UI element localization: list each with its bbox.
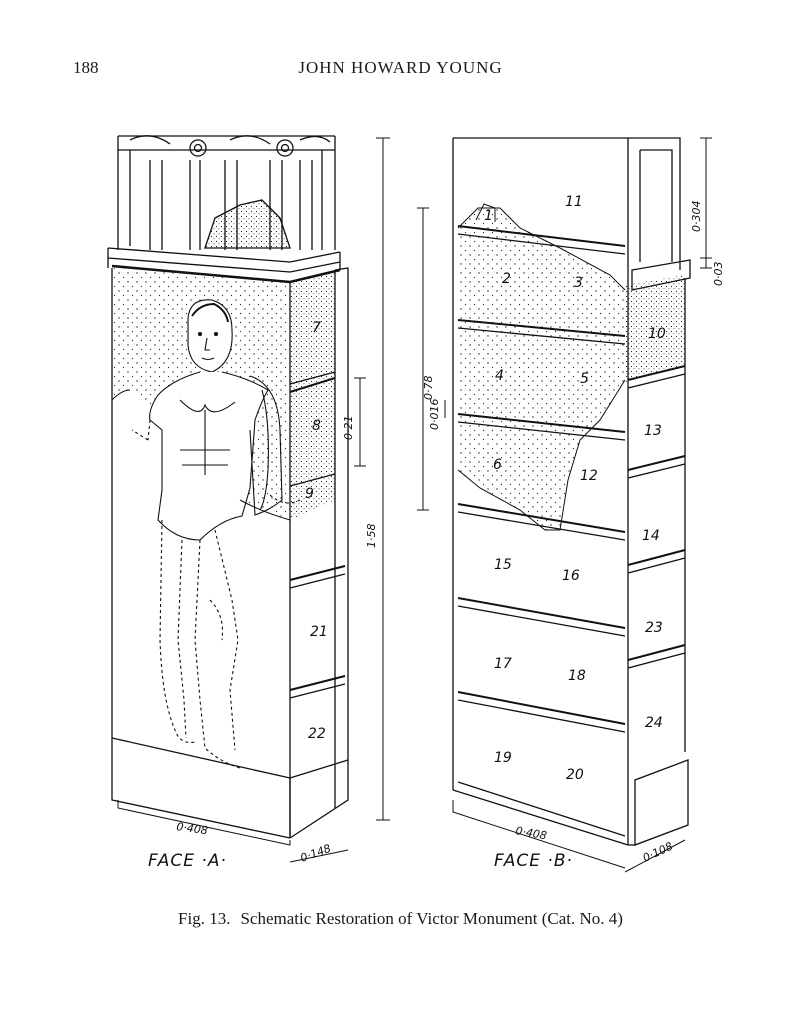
block-label-13: 13 — [644, 423, 662, 439]
block-label-9: 9 — [305, 486, 314, 502]
width-measure-b: 0·408 — [514, 824, 547, 842]
block-label-15: 15 — [494, 557, 512, 573]
block-label-18: 18 — [568, 668, 586, 684]
block-label-4: 4 — [495, 368, 504, 384]
block-label-2: 2 — [502, 271, 511, 287]
face-b-dimensions — [417, 137, 712, 873]
face-a-labels: 7 8 9 21 22 — [305, 320, 328, 742]
face-b-label: FACE ·B· — [494, 851, 573, 871]
block-label-23: 23 — [645, 620, 663, 636]
face-a-dimensions — [117, 137, 390, 863]
face-a-label: FACE ·A· — [148, 851, 227, 871]
block-label-12: 12 — [580, 468, 598, 484]
figure-caption: Fig. 13. Schematic Restoration of Victor … — [0, 909, 801, 929]
height-measure-a: 1·58 — [365, 524, 378, 549]
face-b-drawing — [452, 137, 691, 846]
block-label-1: 1 — [484, 208, 493, 224]
block-label-3: 3 — [574, 275, 583, 291]
figure-caption-text: Schematic Restoration of Victor Monument… — [240, 909, 623, 928]
block-height-measure-a: 0·21 — [342, 416, 355, 441]
block-label-22: 22 — [308, 726, 326, 742]
block-label-20: 20 — [566, 767, 584, 783]
block-label-24: 24 — [645, 715, 663, 731]
ledge-measure-b: 0·03 — [712, 262, 725, 287]
gap-measure-b: 0·016 — [428, 399, 441, 431]
block-label-7: 7 — [312, 320, 321, 336]
page-number: 188 — [73, 58, 99, 77]
figure-number: Fig. 13. — [178, 909, 231, 928]
depth-measure-b: 0·108 — [641, 840, 675, 865]
block-label-17: 17 — [494, 656, 512, 672]
block-label-21: 21 — [310, 624, 328, 640]
face-b-labels: 11 1 2 3 4 5 6 12 10 13 14 15 16 23 17 1… — [484, 194, 666, 783]
block-label-11: 11 — [565, 194, 583, 210]
block-label-8: 8 — [312, 418, 321, 434]
block-label-5: 5 — [580, 371, 589, 387]
width-measure-a: 0·408 — [176, 820, 209, 837]
depth-measure-a: 0·148 — [299, 842, 333, 865]
block-label-16: 16 — [562, 568, 580, 584]
running-title: JOHN HOWARD YOUNG — [298, 58, 503, 77]
block-label-10: 10 — [648, 326, 666, 342]
face-a-drawing — [107, 135, 349, 839]
victor-figure — [131, 299, 301, 769]
block-label-14: 14 — [642, 528, 660, 544]
upper-height-measure-b: 0·78 — [422, 376, 435, 401]
block-label-6: 6 — [493, 457, 502, 473]
top-height-measure-b: 0·304 — [690, 201, 703, 233]
block-label-19: 19 — [494, 750, 512, 766]
